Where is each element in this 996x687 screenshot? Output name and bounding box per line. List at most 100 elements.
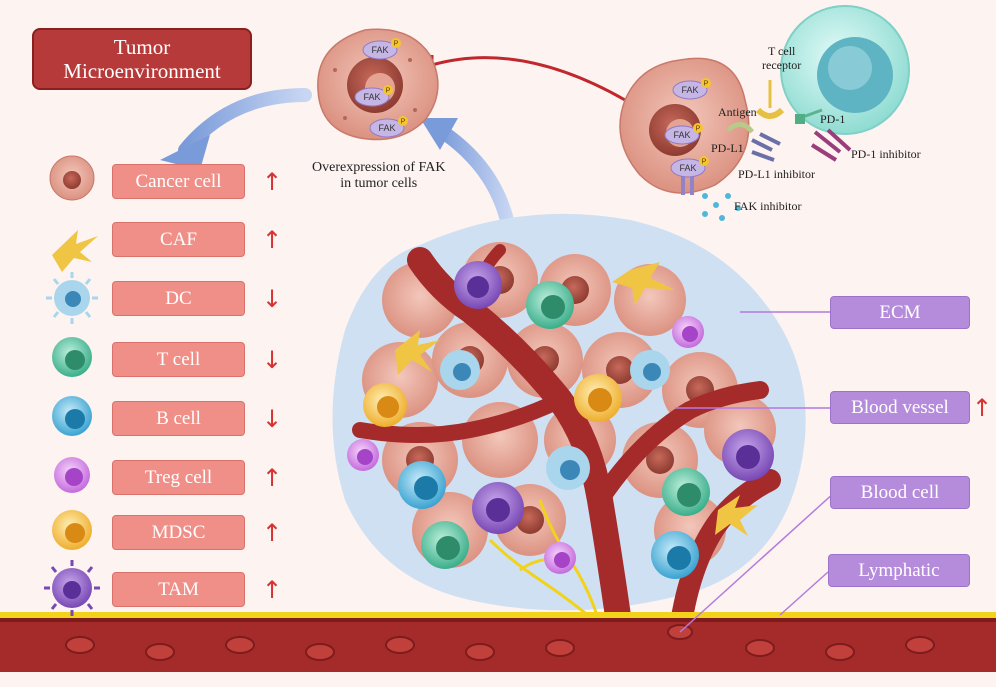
fak-protein: [664, 125, 700, 145]
fak-caption-line-1: Overexpression of FAK: [312, 160, 446, 175]
t-cell-tumor-1: [526, 281, 574, 329]
tam-tumor-1: [454, 261, 502, 309]
tcr-label-line-1: T cell: [767, 44, 796, 58]
tcr-label: T cell receptor: [762, 44, 801, 72]
trend-arrow-tam: ↑: [262, 576, 283, 604]
inhibition-arrow: [431, 56, 626, 102]
b-cell-tumor-2: [651, 531, 699, 579]
mdsc-tumor-1: [363, 383, 407, 427]
fak-protein-group-5: FAK P: [664, 123, 703, 145]
legend-cancer-cell: Cancer cell: [112, 164, 245, 199]
main-vessel-border: [0, 618, 996, 622]
fak-label: FAK: [673, 130, 690, 140]
mdsc-icon: [52, 510, 92, 550]
fak-caption-line-2: in tumor cells: [340, 176, 418, 191]
component-blood-cell: Blood cell: [830, 476, 970, 509]
treg-cell-icon: [54, 457, 90, 493]
caf-icon: [52, 230, 98, 272]
legend-t-cell: T cell: [112, 342, 245, 377]
dc-tumor-3: [546, 446, 590, 490]
legend-mdsc: MDSC: [112, 515, 245, 550]
treg-tumor-2: [347, 439, 379, 471]
phospho-label: P: [386, 88, 391, 95]
flow-arrowhead-fak: [420, 118, 458, 150]
trend-arrow-blood-vessel: ↑: [972, 394, 993, 422]
fak-label: FAK: [681, 85, 698, 95]
flow-arrow-from-fak-to-legend: [178, 88, 312, 157]
trend-arrow-b-cell: ↓: [262, 405, 283, 433]
pd1-inhibitor-label: PD-1 inhibitor: [851, 147, 921, 161]
t-cell-tumor-2: [421, 521, 469, 569]
component-lymphatic: Lymphatic: [828, 554, 970, 587]
fak-protein-group-2: FAK P: [354, 85, 393, 107]
t-cell-tumor-3: [662, 468, 710, 516]
receptor-glyphs: [681, 80, 852, 221]
flow-arrowhead-legend: [160, 135, 210, 170]
treg-tumor-1: [672, 316, 704, 348]
legend-treg-cell: Treg cell: [112, 460, 245, 495]
pdl1-label: PD-L1: [711, 141, 744, 155]
trend-arrow-t-cell: ↓: [262, 346, 283, 374]
dendritic-cell-icon: [46, 272, 98, 324]
legend-b-cell: B cell: [112, 401, 245, 436]
phospho-marker: [699, 156, 709, 166]
fak-protein-group-1: FAK P: [362, 38, 401, 60]
component-connectors: [675, 311, 836, 633]
caf-tumor-3: [715, 495, 758, 536]
phospho-marker: [701, 78, 711, 88]
flow-arrow-from-tumor-to-fak: [433, 123, 517, 242]
trend-arrow-treg-cell: ↑: [262, 464, 283, 492]
antigen-label: Antigen: [718, 105, 757, 119]
legend-dc: DC: [112, 281, 245, 316]
trend-arrow-caf: ↑: [262, 226, 283, 254]
fak-inhibitor-label: FAK inhibitor: [734, 199, 802, 213]
trend-arrow-dc: ↓: [262, 285, 283, 313]
fak-protein: [672, 80, 708, 100]
caf-tumor-2: [395, 330, 440, 375]
mdsc-tumor-2: [574, 374, 622, 422]
fak-label: FAK: [371, 45, 388, 55]
fak-label: FAK: [363, 92, 380, 102]
b-cell-icon: [52, 396, 92, 436]
fak-label: FAK: [378, 123, 395, 133]
pdl1-inhibitor-label: PD-L1 inhibitor: [738, 167, 815, 181]
large-t-cell: [780, 5, 910, 135]
title-line-1: Tumor: [113, 35, 171, 59]
phospho-marker: [693, 123, 703, 133]
fak-protein: [670, 158, 706, 178]
fak-protein: [362, 40, 398, 60]
fak-protein-group-3: FAK P: [369, 116, 408, 138]
tam-icon: [44, 560, 100, 616]
dc-tumor-1: [440, 350, 480, 390]
tam-tumor-3: [722, 429, 774, 481]
tcr-label-line-2: receptor: [762, 58, 802, 72]
legend-caf: CAF: [112, 222, 245, 257]
caf-tumor-1: [612, 262, 675, 305]
phospho-marker: [398, 116, 408, 126]
treg-tumor-3: [544, 542, 576, 574]
component-blood-vessel: Blood vessel: [830, 391, 970, 424]
pd1-label: PD-1: [820, 112, 846, 126]
phospho-label: P: [401, 119, 406, 126]
phospho-label: P: [704, 81, 709, 88]
tam-tumor-2: [472, 482, 524, 534]
trend-arrow-mdsc: ↑: [262, 519, 283, 547]
fak-protein: [354, 87, 390, 107]
fak-protein: [369, 118, 405, 138]
trend-arrow-cancer-cell: ↑: [262, 168, 283, 196]
phospho-marker: [383, 85, 393, 95]
dc-tumor-2: [630, 350, 670, 390]
phospho-label: P: [696, 126, 701, 133]
fak-caption: Overexpression of FAK in tumor cells: [312, 160, 446, 192]
component-ecm: ECM: [830, 296, 970, 329]
legend-tam: TAM: [112, 572, 245, 607]
title-line-2: Microenvironment: [63, 59, 221, 83]
cancer-cell-icon: [49, 155, 95, 201]
main-vessel-lymph-top: [0, 612, 996, 618]
phospho-label: P: [702, 159, 707, 166]
fak-protein-group-6: FAK P: [670, 156, 709, 178]
t-cell-icon: [52, 337, 92, 377]
fak-label: FAK: [679, 163, 696, 173]
